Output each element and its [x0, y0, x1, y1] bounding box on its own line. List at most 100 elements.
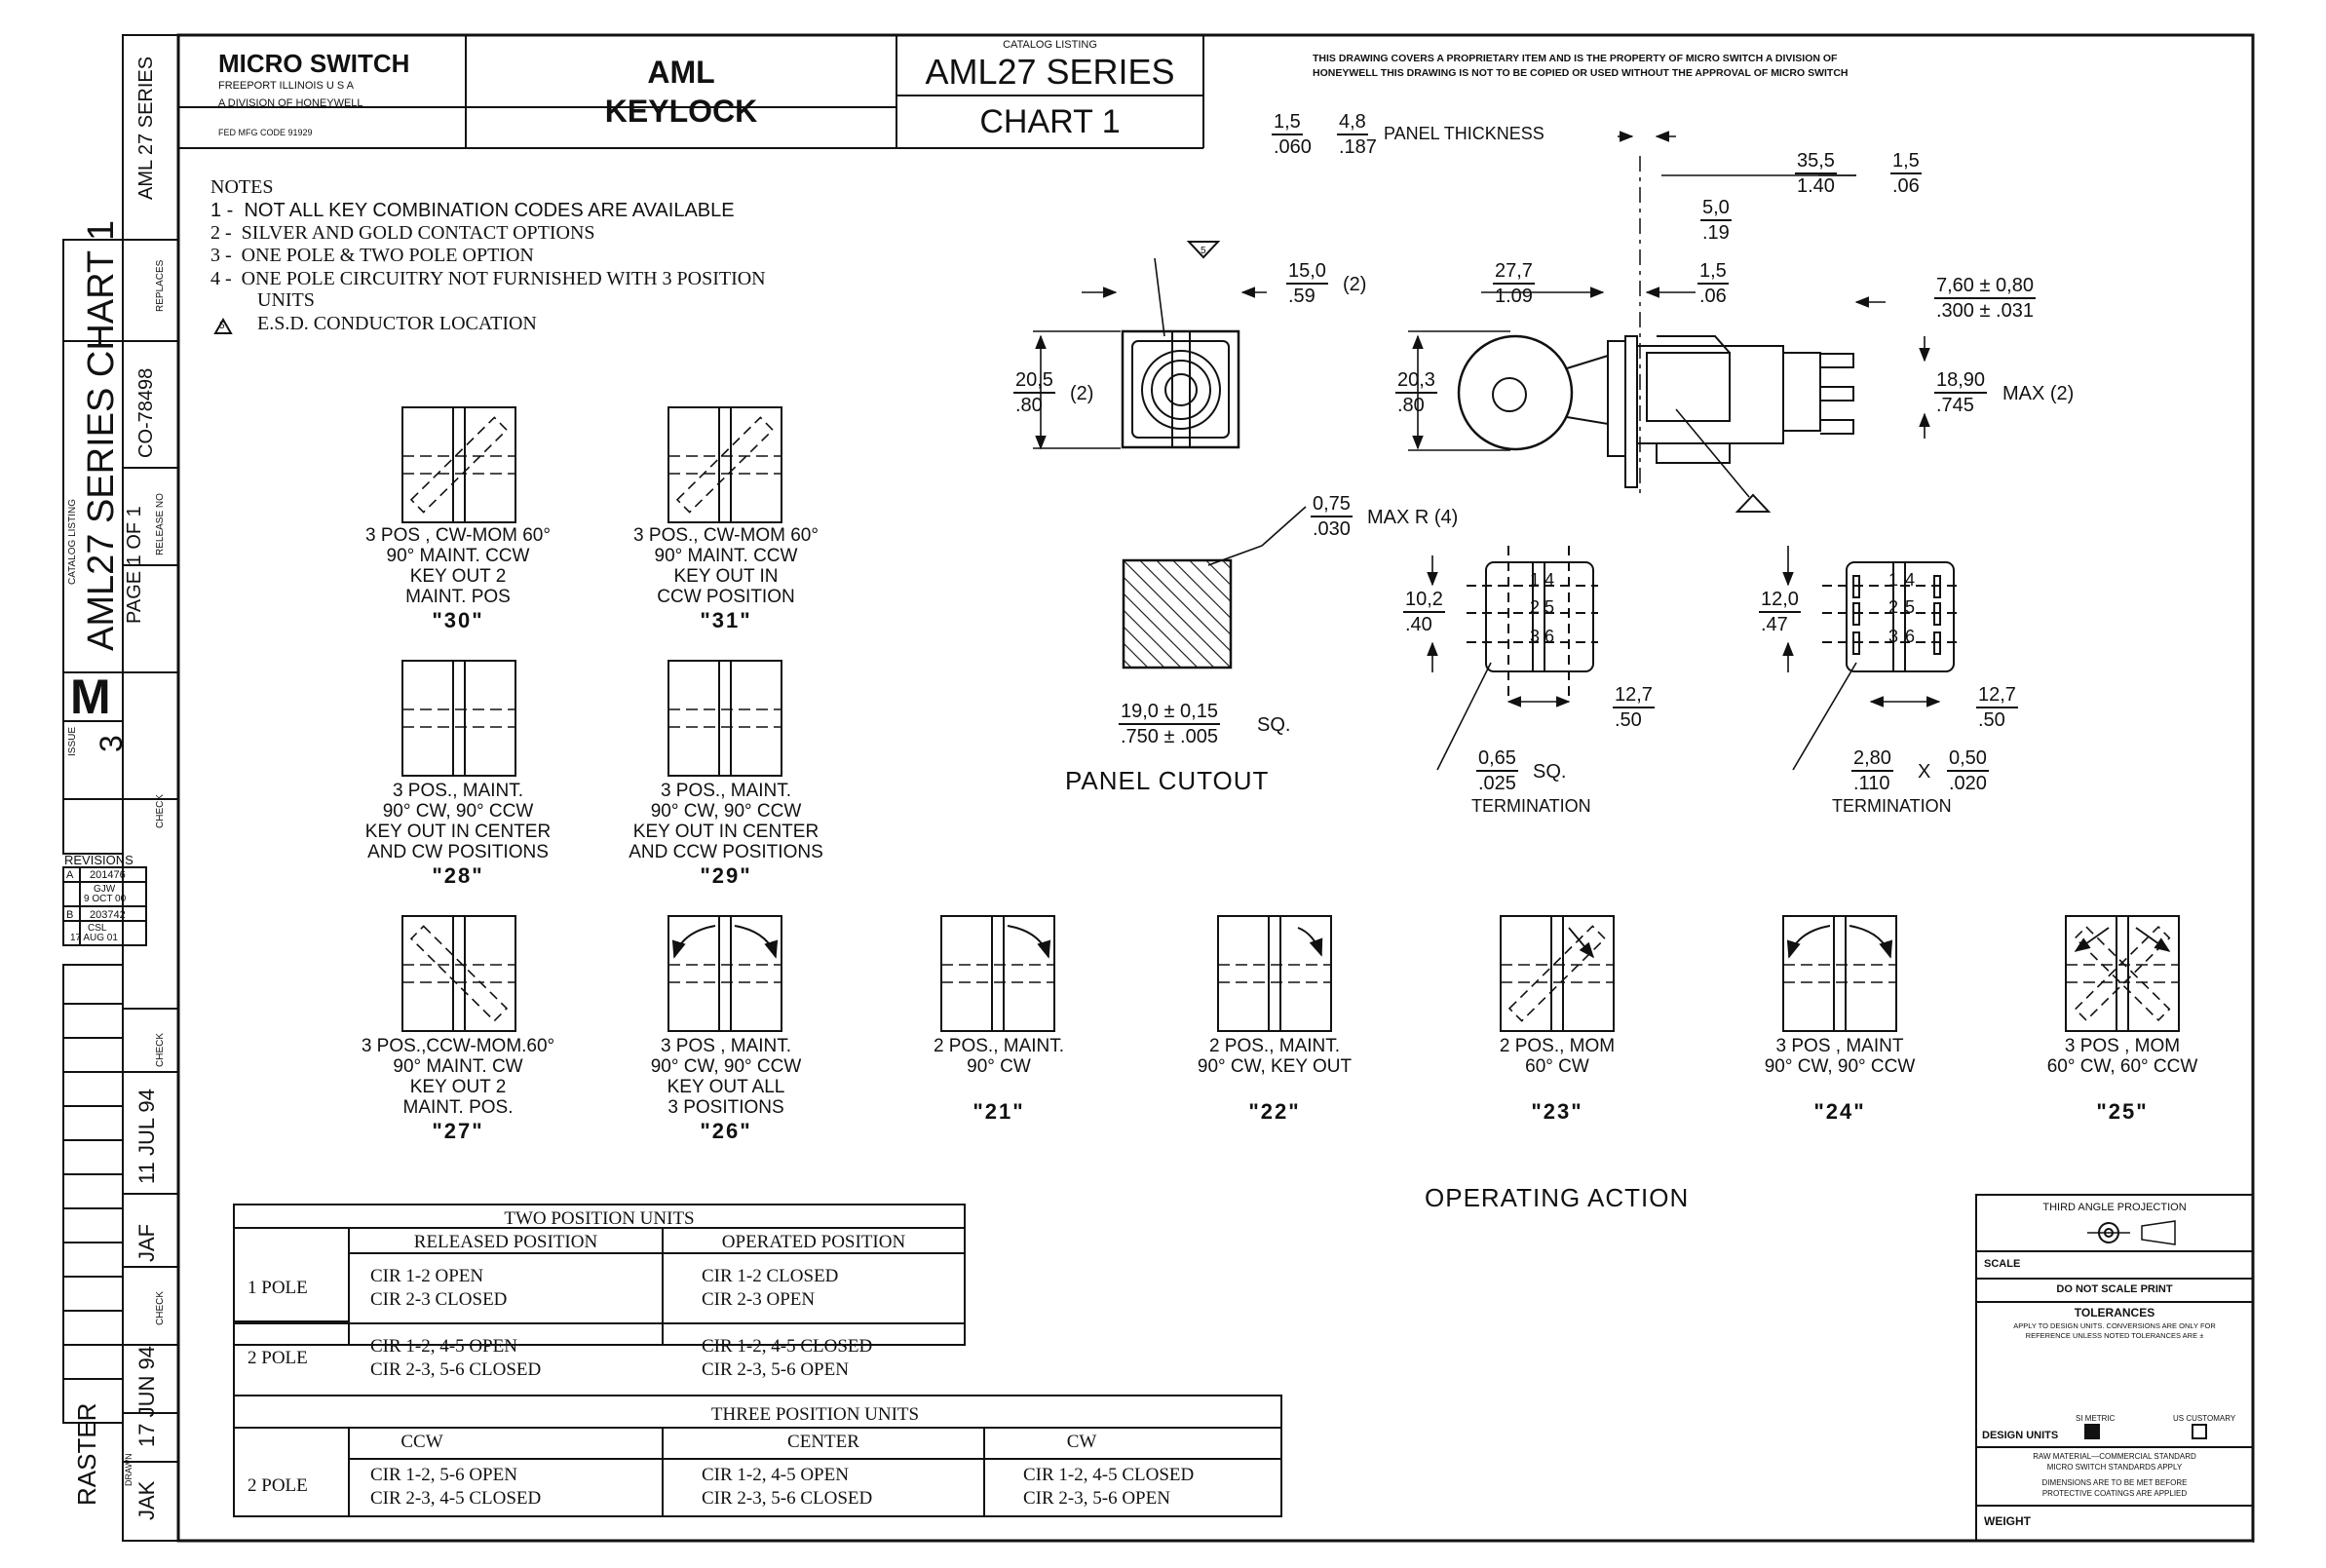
rev-b-number: 203742 [90, 909, 126, 921]
code-30-l1: 3 POS , CW-MOM 60° [365, 525, 551, 546]
two-pos-row1-operated-1: CIR 1-2 CLOSED [702, 1266, 839, 1286]
esd-mark-front: 5 [1201, 246, 1206, 256]
note-5: E.S.D. CONDUCTOR LOCATION [257, 313, 537, 334]
rev-b-by: CSL [88, 923, 107, 934]
termination-a-label: TERMINATION [1471, 796, 1591, 816]
code-29-l4: AND CCW POSITIONS [629, 842, 823, 862]
three-pos-ccw-2: CIR 2-3, 4-5 CLOSED [370, 1488, 542, 1509]
code-22-l2: 90° CW, KEY OUT [1197, 1056, 1353, 1077]
rev-a-number: 201476 [90, 869, 126, 881]
two-pos-row2-released-1: CIR 1-2, 4-5 OPEN [370, 1336, 517, 1357]
code-30-l2: 90° MAINT. CCW [386, 546, 530, 566]
switch-diagram-21 [940, 915, 1055, 1032]
dim-d_102-metric: 10,2 [1403, 590, 1445, 613]
code-23-l1: 2 POS., MOM [1499, 1036, 1616, 1056]
dim-d_127a-metric: 12,7 [1613, 685, 1655, 708]
dim-d_065-note: SQ. [1533, 761, 1567, 783]
company-division: A DIVISION OF HONEYWELL [218, 97, 363, 109]
dim-d_150-metric: 15,0 [1286, 261, 1328, 285]
three-pos-title: THREE POSITION UNITS [710, 1404, 920, 1425]
dim-d_760-inch: .300 ± .031 [1936, 300, 2034, 322]
rev-b-date: 17 AUG 01 [70, 933, 118, 943]
dim-d_120-inch: .47 [1761, 614, 1788, 635]
code-28-label: "28" [432, 863, 484, 888]
dim-d_15a-inch: .06 [1892, 175, 1920, 197]
dim-panel_thk_b-metric: 4,8 [1337, 112, 1368, 135]
code-29-label: "29" [700, 863, 752, 888]
do-not-scale: DO NOT SCALE PRINT [2056, 1283, 2173, 1295]
code-21-label: "21" [972, 1099, 1025, 1124]
dim-d_205-note: (2) [1070, 383, 1094, 404]
dim-panel_thk_a-metric: 1,5 [1272, 112, 1303, 135]
dim-d_15a-metric: 1,5 [1890, 151, 1922, 174]
dim-d_102-inch: .40 [1405, 614, 1432, 635]
code-24-l2: 90° CW, 90° CCW [1764, 1056, 1916, 1077]
three-pos-header-cw: CW [1066, 1432, 1097, 1452]
panel-thickness-label: PANEL THICKNESS [1384, 124, 1544, 143]
mfg-code: FED MFG CODE 91929 [218, 128, 313, 137]
code-25-label: "25" [2096, 1099, 2149, 1124]
company-location: FREEPORT ILLINOIS U S A [218, 80, 354, 92]
terminal-pin6: 6 [1544, 627, 1555, 646]
dim-d_1890-metric: 18,90 [1934, 370, 1988, 394]
notes-heading: NOTES [210, 176, 274, 198]
two-pos-row1-released-2: CIR 2-3 CLOSED [370, 1289, 508, 1310]
code-22-l1: 2 POS., MAINT. [1208, 1036, 1341, 1056]
code-30-l3: KEY OUT 2 [409, 566, 507, 587]
two-pos-row2-operated-2: CIR 2-3, 5-6 OPEN [702, 1359, 849, 1380]
dim-d_280-metric: 2,80 [1851, 748, 1893, 772]
terminal-pinb4: 4 [1905, 570, 1916, 590]
code-28-l4: AND CW POSITIONS [367, 842, 549, 862]
switch-diagram-29 [667, 660, 782, 777]
two-pos-row1-operated-2: CIR 2-3 OPEN [702, 1289, 816, 1310]
dim-d_075-inch: .030 [1313, 518, 1351, 540]
code-29-l3: KEY OUT IN CENTER [632, 822, 820, 842]
terminal-pin5: 5 [1544, 597, 1555, 617]
dim-d_1890-note: MAX (2) [2002, 383, 2075, 404]
tolerance-note-1: APPLY TO DESIGN UNITS. CONVERSIONS ARE O… [2013, 1321, 2216, 1330]
dim-d_50-metric: 5,0 [1700, 198, 1732, 221]
dim-d_050-inch: .020 [1949, 773, 1987, 794]
third-angle-projection: THIRD ANGLE PROJECTION [2042, 1202, 2187, 1213]
code-29-l2: 90° CW, 90° CCW [650, 801, 802, 822]
note-4: 4 - ONE POLE CIRCUITRY NOT FURNISHED WIT… [210, 268, 766, 289]
dim-panel_thk_b-inch: .187 [1339, 136, 1377, 158]
two-pos-row2-operated-1: CIR 1-2, 4-5 CLOSED [702, 1336, 873, 1357]
code-26-label: "26" [700, 1119, 752, 1143]
dims-met-2: PROTECTIVE COATINGS ARE APPLIED [2041, 1489, 2188, 1498]
switch-diagram-28 [401, 660, 516, 777]
code-23-l2: 60° CW [1525, 1056, 1589, 1077]
side-date-2: 17 JUN 94 [134, 1346, 159, 1447]
design-units-label: DESIGN UNITS [1982, 1430, 2059, 1441]
proprietary-notice-1: THIS DRAWING COVERS A PROPRIETARY ITEM A… [1313, 53, 1838, 64]
three-pos-header-center: CENTER [787, 1432, 859, 1452]
dim-d_190-note: SQ. [1257, 714, 1291, 736]
product-name: AML [647, 55, 715, 90]
side-release-no: CO-78498 [135, 367, 157, 458]
termination-b-label: TERMINATION [1832, 796, 1952, 816]
switch-diagram-24 [1782, 915, 1897, 1032]
note-1: 1 - NOT ALL KEY COMBINATION CODES ARE AV… [210, 200, 735, 221]
us-customary-label: US CUSTOMARY [2173, 1414, 2236, 1423]
company-name: MICRO SWITCH [218, 49, 410, 78]
side-check-3: CHECK [155, 1290, 166, 1325]
side-initials-1: JAF [134, 1223, 159, 1262]
side-issue-label: ISSUE [67, 726, 78, 756]
side-series-top: AML 27 SERIES [135, 56, 157, 200]
two-pos-header-operated: OPERATED POSITION [721, 1232, 906, 1252]
note-2: 2 - SILVER AND GOLD CONTACT OPTIONS [210, 222, 595, 244]
code-26-l3: KEY OUT ALL [667, 1077, 785, 1097]
three-pos-center-1: CIR 1-2, 4-5 OPEN [702, 1465, 849, 1485]
dim-d_277-inch: 1.09 [1495, 286, 1533, 307]
side-replaces: REPLACES [155, 259, 166, 312]
panel-cutout-label: PANEL CUTOUT [1065, 766, 1270, 795]
rev-a-by: GJW [94, 884, 116, 895]
tolerance-note-2: REFERENCE UNLESS NOTED TOLERANCES ARE ± [2025, 1331, 2204, 1340]
switch-diagram-22 [1217, 915, 1332, 1032]
three-pos-cw-2: CIR 2-3, 5-6 OPEN [1023, 1488, 1170, 1509]
dim-d_1890-inch: .745 [1936, 395, 1974, 416]
terminal-pinb5: 5 [1905, 597, 1916, 617]
dim-d_127a-inch: .50 [1615, 709, 1642, 731]
